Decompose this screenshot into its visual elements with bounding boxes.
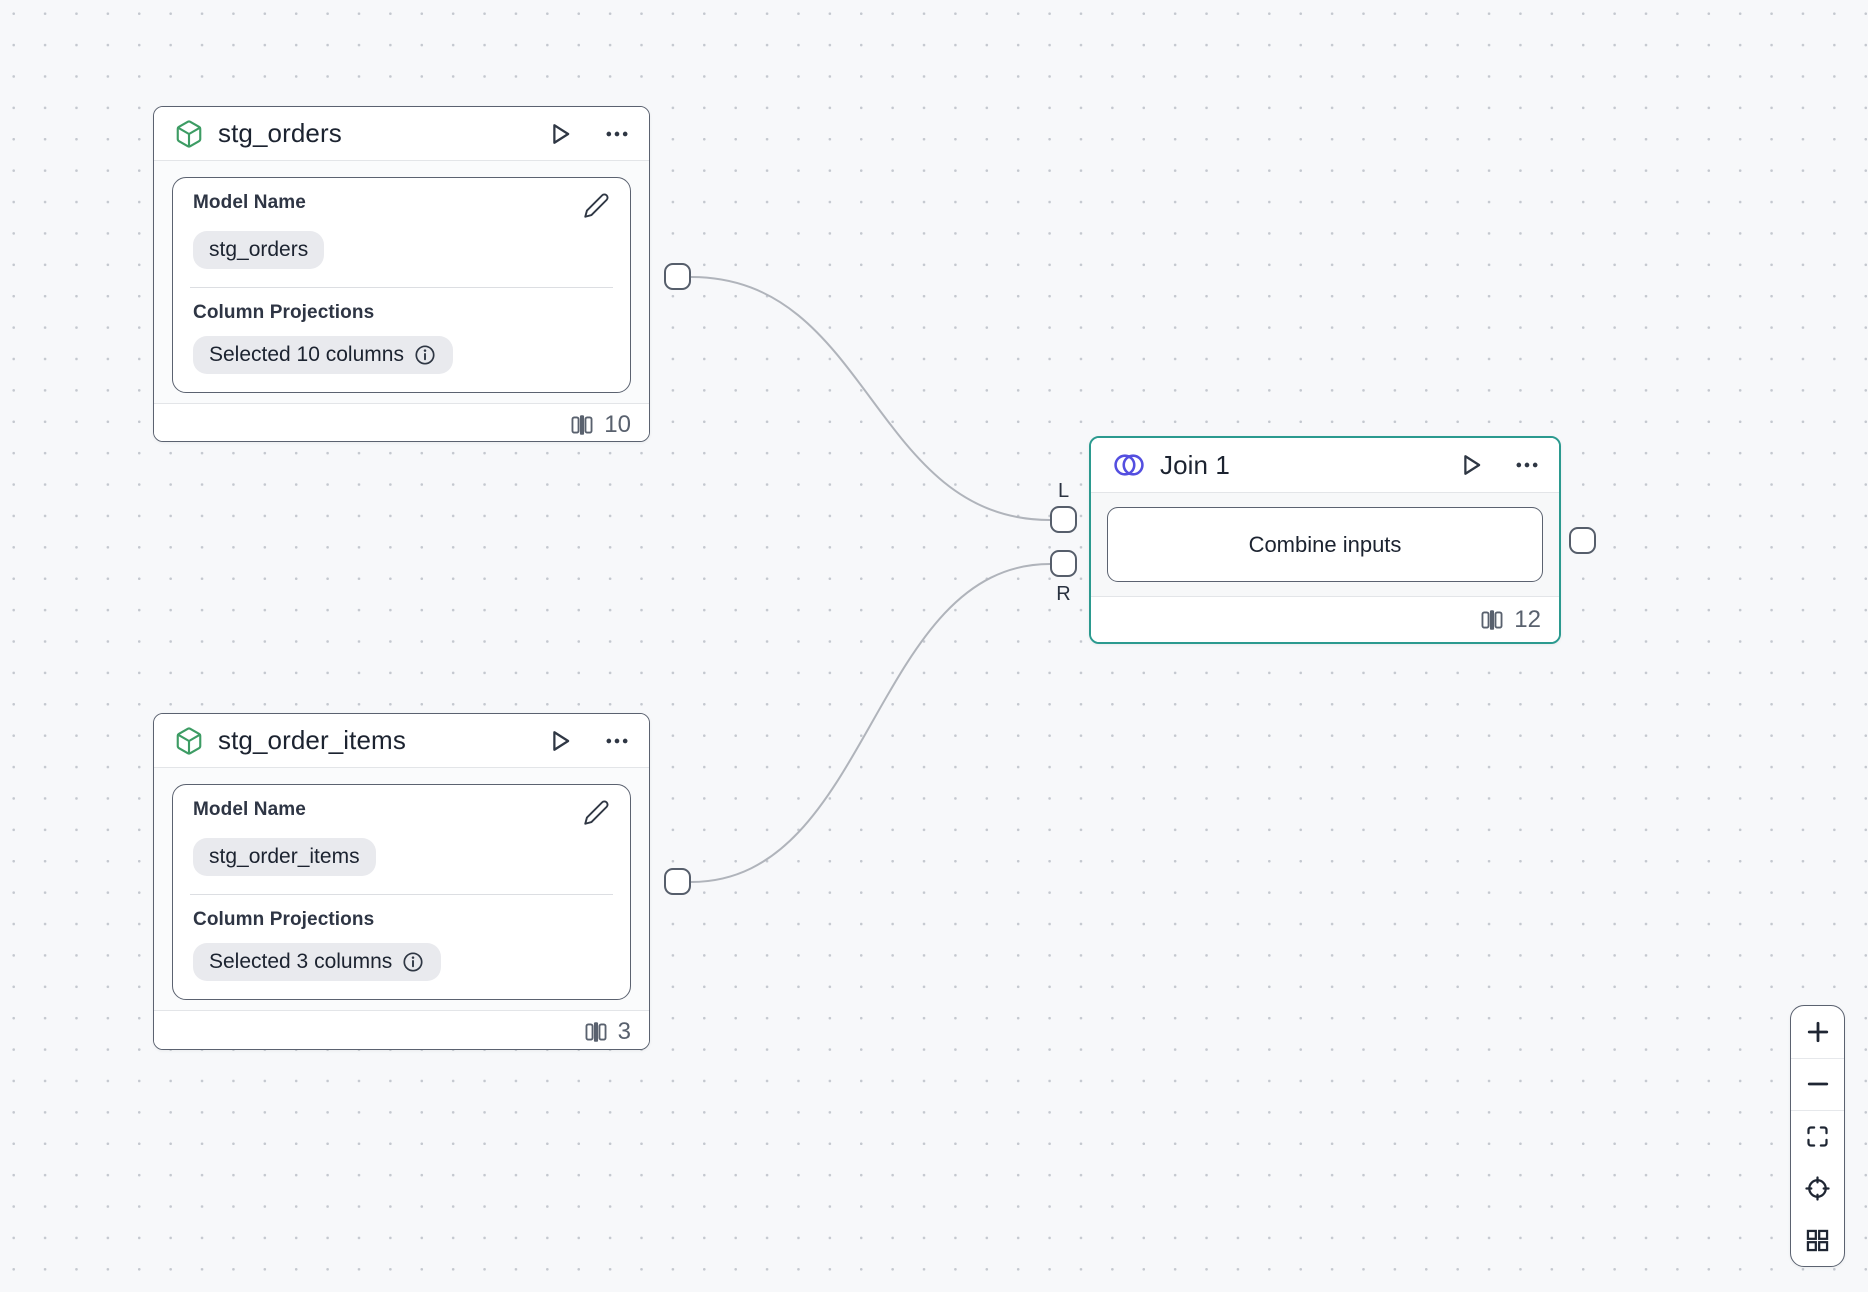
column-projections-value: Selected 3 columns [209, 950, 393, 973]
edit-icon[interactable] [583, 192, 610, 219]
node-title: stg_order_items [218, 725, 406, 755]
node-header[interactable]: stg_order_items [154, 714, 649, 768]
info-icon[interactable] [401, 950, 425, 974]
node-body: Combine inputs [1091, 493, 1559, 596]
combine-inputs-button[interactable]: Combine inputs [1107, 507, 1543, 582]
fit-view-button[interactable] [1791, 1110, 1844, 1163]
grid-icon [1804, 1227, 1831, 1254]
node-title: Join 1 [1160, 449, 1230, 480]
venn-join-icon [1111, 451, 1147, 479]
more-options-button[interactable] [603, 727, 631, 755]
more-options-button[interactable] [1513, 451, 1541, 479]
more-options-button[interactable] [603, 120, 631, 148]
edge-stg-order-items-to-join-r[interactable] [690, 563, 1051, 883]
plus-icon [1804, 1018, 1832, 1046]
zoom-out-button[interactable] [1791, 1057, 1844, 1111]
node-body: Model Name stg_order_items Column Projec… [154, 768, 649, 1010]
port-label-left: L [1057, 480, 1070, 502]
zoom-controls-panel [1790, 1005, 1845, 1267]
model-name-value: stg_orders [209, 238, 309, 261]
input-handle-join-left[interactable] [1050, 506, 1077, 533]
column-count: 12 [1514, 605, 1541, 633]
output-handle-stg-order-items[interactable] [664, 868, 691, 895]
fit-view-icon [1804, 1123, 1831, 1150]
model-name-chip[interactable]: stg_orders [193, 231, 325, 269]
node-body: Model Name stg_orders Column Projections [154, 161, 649, 403]
zoom-in-button[interactable] [1791, 1006, 1844, 1058]
node-footer: 3 [154, 1010, 649, 1049]
run-node-button[interactable] [1456, 450, 1486, 480]
card-divider [190, 894, 613, 895]
node-title: stg_orders [218, 118, 342, 148]
output-handle-stg-orders[interactable] [664, 263, 691, 290]
model-name-label: Model Name [193, 192, 306, 213]
node-stg-order-items[interactable]: stg_order_items Model Name [153, 713, 650, 1050]
input-handle-join-right[interactable] [1050, 550, 1077, 577]
model-name-value: stg_order_items [209, 845, 360, 868]
info-icon[interactable] [413, 343, 437, 367]
column-count: 3 [617, 1017, 631, 1045]
locate-button[interactable] [1791, 1163, 1844, 1215]
node-footer: 10 [154, 403, 649, 441]
node-join-1[interactable]: Join 1 Combine inputs [1089, 436, 1561, 644]
run-node-button[interactable] [545, 119, 575, 149]
node-header[interactable]: Join 1 [1091, 438, 1559, 493]
node-header[interactable]: stg_orders [154, 107, 649, 161]
crosshair-icon [1804, 1175, 1831, 1202]
node-stg-orders[interactable]: stg_orders Model Name [153, 106, 650, 442]
columns-icon [1479, 607, 1505, 633]
edit-icon[interactable] [583, 799, 610, 826]
model-config-card: Model Name stg_orders Column Projections [172, 177, 631, 393]
node-footer: 12 [1091, 596, 1559, 642]
minus-icon [1804, 1070, 1832, 1098]
port-label-right: R [1056, 583, 1071, 605]
model-name-chip[interactable]: stg_order_items [193, 838, 376, 876]
column-projections-chip[interactable]: Selected 10 columns [193, 336, 453, 374]
column-count: 10 [604, 410, 631, 438]
column-projections-value: Selected 10 columns [209, 343, 404, 366]
overview-button[interactable] [1791, 1214, 1844, 1266]
card-divider [190, 287, 613, 288]
run-node-button[interactable] [545, 726, 575, 756]
model-cube-icon [174, 119, 204, 149]
column-projections-label: Column Projections [193, 909, 375, 930]
columns-icon [569, 412, 595, 438]
edge-stg-orders-to-join-l[interactable] [690, 276, 1051, 521]
model-config-card: Model Name stg_order_items Column Projec… [172, 784, 631, 1000]
column-projections-chip[interactable]: Selected 3 columns [193, 943, 442, 981]
output-handle-join[interactable] [1569, 527, 1596, 554]
model-cube-icon [174, 726, 204, 756]
model-name-label: Model Name [193, 799, 306, 820]
column-projections-label: Column Projections [193, 302, 375, 323]
columns-icon [583, 1019, 609, 1045]
